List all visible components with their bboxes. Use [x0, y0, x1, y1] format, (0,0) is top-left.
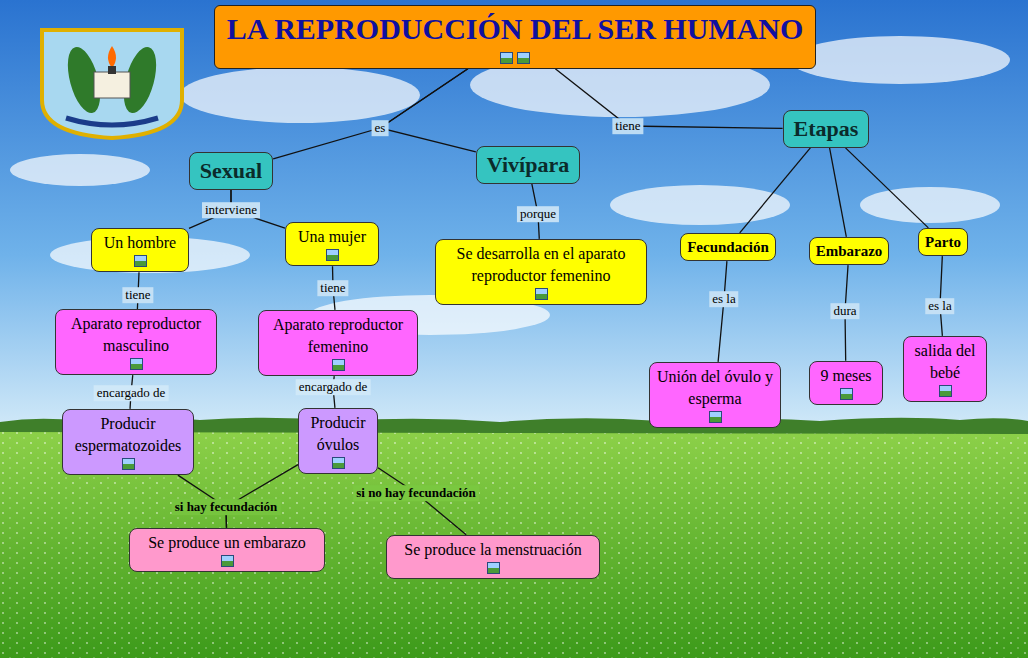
- concept-box: Se produce la menstruación: [386, 535, 600, 580]
- concept-text: Se produce un embarazo: [136, 532, 318, 554]
- concept-box: Un hombre: [91, 228, 189, 273]
- stage-box: Embarazo: [809, 237, 890, 265]
- image-icon: [122, 458, 135, 470]
- concept-box: Etapas: [783, 110, 870, 148]
- linking-phrase: encargado de: [94, 385, 169, 401]
- linking-phrase: dura: [830, 303, 859, 319]
- linking-phrase: tiene: [612, 118, 643, 134]
- concept-text: Aparato reproductor femenino: [265, 314, 411, 357]
- image-icon: [332, 457, 345, 469]
- concept-text: Vivípara: [487, 150, 569, 180]
- concept-text: Un hombre: [98, 232, 182, 254]
- linking-phrase: interviene: [202, 202, 260, 218]
- concept-box: 9 meses: [809, 361, 883, 406]
- concept-box: Producir espermatozoides: [62, 409, 194, 475]
- concept-text: LA REPRODUCCIÓN DEL SER HUMANO: [227, 9, 804, 50]
- concept-box: Se desarrolla en el aparato reproductor …: [435, 239, 647, 305]
- icon-row: [910, 384, 980, 398]
- connector-line: [740, 148, 811, 233]
- linking-phrase: es la: [709, 291, 738, 307]
- concept-box: Vivípara: [476, 146, 580, 184]
- concept-box: Aparato reproductor femenino: [258, 310, 418, 376]
- image-icon: [130, 358, 143, 370]
- school-logo: [42, 30, 182, 138]
- image-icon: [840, 388, 853, 400]
- icon-row: [62, 357, 210, 371]
- icon-row: [305, 456, 371, 470]
- icon-row: [98, 254, 182, 268]
- concept-text: Producir espermatozoides: [69, 413, 187, 456]
- connector-line: [273, 69, 468, 159]
- concept-box: Unión del óvulo y esperma: [649, 362, 781, 428]
- linking-phrase: si no hay fecundación: [353, 485, 479, 501]
- linking-phrase: si hay fecundación: [172, 499, 281, 515]
- connector-line: [830, 148, 847, 237]
- concept-text: Producir óvulos: [305, 412, 371, 455]
- connector-line: [380, 69, 476, 152]
- concept-box: Una mujer: [285, 222, 379, 267]
- concept-box: Aparato reproductor masculino: [55, 309, 217, 375]
- icon-row: [393, 561, 593, 575]
- image-icon: [326, 249, 339, 261]
- image-icon: [939, 385, 952, 397]
- concept-box: salida del bebé: [903, 336, 987, 402]
- icon-row: [656, 410, 774, 424]
- linking-phrase: es la: [925, 298, 954, 314]
- concept-text: Fecundación: [687, 237, 769, 257]
- image-icon: [517, 52, 530, 64]
- concept-box: Sexual: [189, 152, 273, 190]
- connector-line: [718, 261, 727, 362]
- linking-phrase: porque: [517, 206, 559, 222]
- title-box: LA REPRODUCCIÓN DEL SER HUMANO: [214, 5, 817, 69]
- linking-phrase: es: [372, 120, 389, 136]
- linking-phrase: tiene: [317, 280, 348, 296]
- icon-row: [442, 287, 640, 301]
- connector-line: [226, 465, 298, 528]
- concept-text: Una mujer: [292, 226, 372, 248]
- linking-phrase: tiene: [122, 287, 153, 303]
- concept-box: Se produce un embarazo: [129, 528, 325, 573]
- connector-line: [378, 468, 466, 535]
- concept-text: Aparato reproductor masculino: [62, 313, 210, 356]
- image-icon: [221, 555, 234, 567]
- image-icon: [134, 255, 147, 267]
- icon-row: [816, 387, 876, 401]
- concept-text: 9 meses: [816, 365, 876, 387]
- linking-phrase: encargado de: [296, 379, 371, 395]
- icon-row: [292, 248, 372, 262]
- concept-box: Producir óvulos: [298, 408, 378, 474]
- concept-text: Embarazo: [816, 241, 883, 261]
- concept-text: Se desarrolla en el aparato reproductor …: [442, 243, 640, 286]
- image-icon: [487, 562, 500, 574]
- image-icon: [535, 288, 548, 300]
- stage-box: Parto: [918, 228, 968, 256]
- concept-text: Sexual: [200, 156, 262, 186]
- icon-row: [227, 51, 804, 65]
- image-icon: [709, 411, 722, 423]
- concept-text: Etapas: [794, 114, 859, 144]
- connector-line: [555, 69, 782, 129]
- image-icon: [500, 52, 513, 64]
- stage-box: Fecundación: [680, 233, 776, 261]
- image-icon: [332, 359, 345, 371]
- icon-row: [69, 457, 187, 471]
- icon-row: [136, 554, 318, 568]
- sky: [0, 0, 1028, 425]
- concept-text: Se produce la menstruación: [393, 539, 593, 561]
- icon-row: [265, 358, 411, 372]
- concept-text: Parto: [925, 232, 961, 252]
- connector-line: [940, 256, 942, 336]
- concept-text: salida del bebé: [910, 340, 980, 383]
- connector-line: [846, 148, 929, 228]
- concept-text: Unión del óvulo y esperma: [656, 366, 774, 409]
